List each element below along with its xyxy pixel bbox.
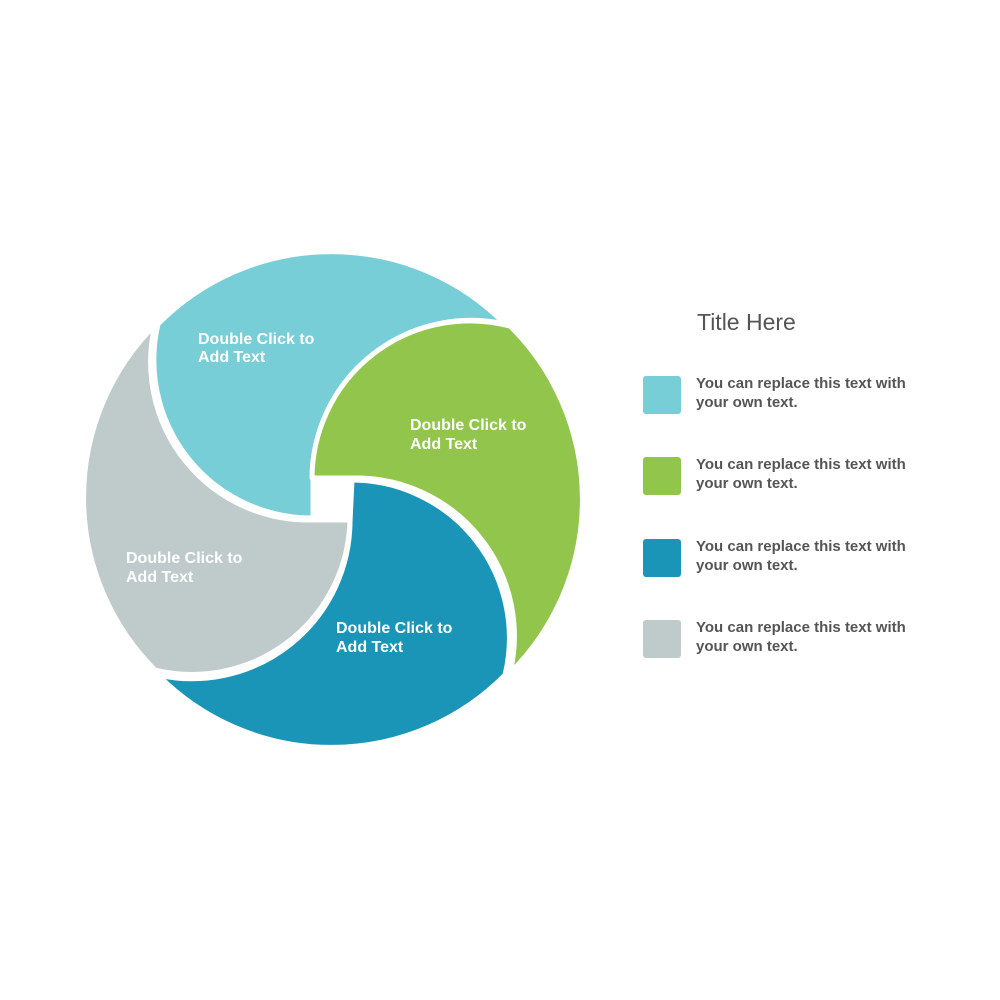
legend-swatch [643, 457, 681, 495]
legend-item: You can replace this text with your own … [643, 538, 943, 579]
segment-blue-label-line2: Add Text [336, 639, 404, 656]
legend-text[interactable]: You can replace this text with your own … [696, 538, 906, 574]
legend-title[interactable]: Title Here [697, 309, 796, 335]
segment-gray[interactable] [81, 322, 353, 677]
legend-swatch [643, 620, 681, 658]
legend-swatch [643, 539, 681, 577]
segment-gray-label-line1: Double Click to [126, 550, 243, 567]
segment-green-label-line1: Double Click to [410, 417, 527, 434]
segment-green[interactable] [309, 318, 585, 676]
legend-text[interactable]: You can replace this text with your own … [696, 456, 906, 492]
legend-text[interactable]: You can replace this text with your own … [696, 619, 906, 655]
legend-item: You can replace this text with your own … [643, 619, 943, 660]
legend-item: You can replace this text with your own … [643, 375, 943, 416]
segment-blue-label-line1: Double Click to [336, 620, 453, 637]
segment-light-teal-label-line1: Double Click to [198, 331, 315, 348]
segment-blue-label[interactable]: Double Click to Add Text [336, 620, 457, 656]
legend-text[interactable]: You can replace this text with your own … [696, 375, 906, 411]
segment-blue[interactable] [155, 477, 512, 750]
segment-gray-label[interactable]: Double Click to Add Text [126, 550, 247, 586]
segment-green-label-line2: Add Text [410, 436, 478, 453]
legend-swatch [643, 376, 681, 414]
segment-green-label[interactable]: Double Click to Add Text [410, 417, 531, 453]
legend-item: You can replace this text with your own … [643, 456, 943, 497]
segment-gray-label-line2: Add Text [126, 569, 194, 586]
segment-light-teal-label[interactable]: Double Click to Add Text [198, 331, 319, 366]
segment-light-teal-label-line2: Add Text [198, 349, 266, 366]
